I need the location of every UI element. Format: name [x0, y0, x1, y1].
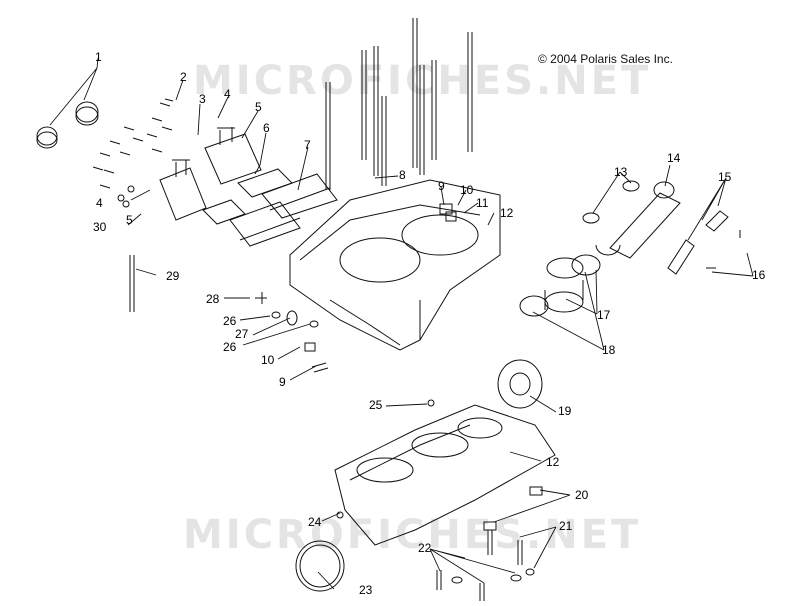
cylinder-studs	[325, 18, 473, 190]
lower-small-parts	[295, 399, 543, 601]
callout-20: 20	[575, 488, 589, 502]
upper-crankcase	[289, 179, 501, 351]
callout-12: 12	[500, 206, 514, 220]
watermark-top: MICROFICHES.NET	[193, 58, 652, 104]
callout-6: 6	[263, 121, 270, 135]
callout-2: 2	[180, 70, 187, 84]
callout-26b: 26	[223, 340, 237, 354]
callout-10b: 10	[261, 353, 275, 367]
callout-4: 4	[224, 87, 231, 101]
callout-9b: 9	[279, 375, 286, 389]
callout-15: 15	[718, 170, 732, 184]
callout-19: 19	[558, 404, 572, 418]
callout-3: 3	[199, 92, 206, 106]
callout-12b: 12	[546, 455, 560, 469]
callout-8: 8	[399, 168, 406, 182]
callout-1: 1	[95, 50, 102, 64]
callout-24: 24	[308, 515, 322, 529]
coolant-parts	[519, 180, 741, 317]
callout-10: 10	[460, 183, 474, 197]
callout-5: 5	[255, 100, 262, 114]
callout-28: 28	[206, 292, 220, 306]
callout-13: 13	[614, 165, 628, 179]
callout-21: 21	[559, 519, 573, 533]
bolt-group	[92, 98, 174, 208]
watermark-bottom: MICROFICHES.NET	[183, 512, 642, 558]
callout-27: 27	[235, 327, 249, 341]
reed-valve-assemblies	[159, 127, 338, 247]
upper-small-parts	[255, 203, 457, 373]
copyright-notice: © 2004 Polaris Sales Inc.	[538, 52, 673, 66]
callout-17: 17	[597, 308, 611, 322]
dowel-rod	[129, 255, 135, 312]
callout-22: 22	[418, 541, 432, 555]
hose-clamps	[36, 101, 99, 149]
callout-4b: 4	[96, 196, 103, 210]
callout-30: 30	[93, 220, 107, 234]
callout-11: 11	[476, 196, 489, 210]
crank-seal	[497, 359, 543, 409]
callout-23: 23	[359, 583, 373, 597]
callout-18: 18	[602, 343, 616, 357]
callout-5b: 5	[126, 213, 133, 227]
callout-9: 9	[438, 179, 445, 193]
callout-14: 14	[667, 151, 681, 165]
callout-26a: 26	[223, 314, 237, 328]
callout-29: 29	[166, 269, 180, 283]
leader-lines	[49, 57, 754, 590]
callout-7: 7	[304, 138, 311, 152]
callout-25: 25	[369, 398, 383, 412]
callout-16: 16	[752, 268, 766, 282]
lower-crankcase	[334, 404, 556, 546]
